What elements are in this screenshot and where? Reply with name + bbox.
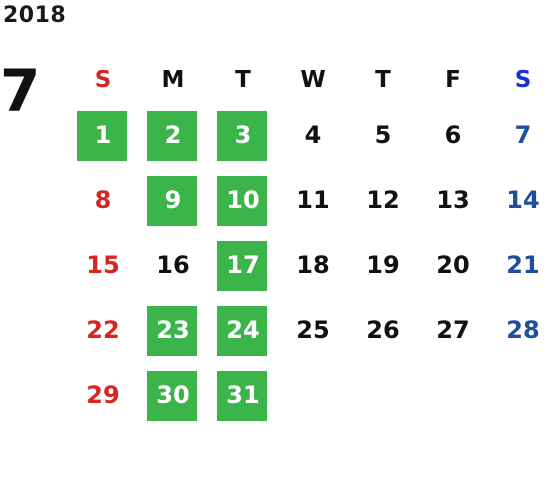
weekday-header-wednesday: W xyxy=(300,67,326,93)
calendar-day-cell[interactable]: 13 xyxy=(418,167,488,232)
day-number: 20 xyxy=(436,250,470,279)
day-number: 5 xyxy=(374,120,392,149)
day-highlight xyxy=(217,176,267,226)
day-number: 19 xyxy=(366,250,400,279)
day-number: 28 xyxy=(506,315,540,344)
day-highlight xyxy=(77,111,127,161)
day-number: 11 xyxy=(296,185,330,214)
day-number: 1 xyxy=(94,120,112,149)
calendar-day-cell[interactable]: 14 xyxy=(488,167,548,232)
day-highlight xyxy=(217,111,267,161)
day-highlight xyxy=(217,241,267,291)
calendar-day-cell[interactable]: 7 xyxy=(488,102,548,167)
weekday-header-thursday: T xyxy=(375,67,391,93)
calendar-day-cell[interactable]: 23 xyxy=(138,297,208,362)
calendar-day-cell[interactable]: 6 xyxy=(418,102,488,167)
weekday-header-sunday: S xyxy=(94,67,112,93)
day-number: 4 xyxy=(304,120,322,149)
calendar-day-cell[interactable]: 5 xyxy=(348,102,418,167)
calendar-day-cell[interactable]: 31 xyxy=(208,362,278,427)
calendar-day-cell[interactable]: 17 xyxy=(208,232,278,297)
calendar-day-cell[interactable]: 4 xyxy=(278,102,348,167)
calendar-day-cell xyxy=(418,362,488,427)
day-highlight xyxy=(147,371,197,421)
weekday-header-tuesday: T xyxy=(235,67,251,93)
day-number: 15 xyxy=(86,250,120,279)
day-highlight xyxy=(147,111,197,161)
day-number: 10 xyxy=(226,185,260,214)
day-highlight xyxy=(217,371,267,421)
day-highlight xyxy=(147,176,197,226)
day-highlight xyxy=(217,306,267,356)
calendar-day-cell xyxy=(488,362,548,427)
calendar-year: 2018 xyxy=(3,3,67,28)
calendar-day-cell[interactable]: 8 xyxy=(68,167,138,232)
day-number: 3 xyxy=(234,120,252,149)
calendar-day-cell[interactable]: 18 xyxy=(278,232,348,297)
calendar-day-cell[interactable]: 28 xyxy=(488,297,548,362)
day-number: 29 xyxy=(86,380,120,409)
calendar-day-cell[interactable]: 11 xyxy=(278,167,348,232)
calendar-day-cell xyxy=(278,362,348,427)
calendar-day-cell[interactable]: 19 xyxy=(348,232,418,297)
calendar-day-cell[interactable]: 30 xyxy=(138,362,208,427)
calendar-day-cell[interactable]: 25 xyxy=(278,297,348,362)
day-number: 24 xyxy=(226,315,260,344)
calendar-day-cell[interactable]: 10 xyxy=(208,167,278,232)
calendar-month: 7 xyxy=(0,57,41,125)
day-number: 26 xyxy=(366,315,400,344)
weekday-header-friday: F xyxy=(445,67,461,93)
calendar-day-cell[interactable]: 21 xyxy=(488,232,548,297)
weekday-header-saturday: S xyxy=(514,67,532,93)
day-number: 31 xyxy=(226,380,260,409)
day-number: 9 xyxy=(164,185,182,214)
calendar-day-cell[interactable]: 20 xyxy=(418,232,488,297)
day-number: 2 xyxy=(164,120,182,149)
day-number: 23 xyxy=(156,315,190,344)
day-number: 21 xyxy=(506,250,540,279)
day-highlight xyxy=(147,306,197,356)
calendar-day-cell[interactable]: 2 xyxy=(138,102,208,167)
calendar-day-cell[interactable]: 9 xyxy=(138,167,208,232)
calendar-day-cell[interactable]: 3 xyxy=(208,102,278,167)
day-number: 27 xyxy=(436,315,470,344)
day-number: 30 xyxy=(156,380,190,409)
calendar-day-cell[interactable]: 22 xyxy=(68,297,138,362)
day-number: 7 xyxy=(514,120,532,149)
day-number: 14 xyxy=(506,185,540,214)
day-number: 12 xyxy=(366,185,400,214)
calendar-day-cell[interactable]: 24 xyxy=(208,297,278,362)
calendar-day-cell[interactable]: 12 xyxy=(348,167,418,232)
calendar-day-cell[interactable]: 16 xyxy=(138,232,208,297)
calendar-day-cell[interactable]: 26 xyxy=(348,297,418,362)
day-number: 18 xyxy=(296,250,330,279)
day-number: 8 xyxy=(94,185,112,214)
day-number: 22 xyxy=(86,315,120,344)
calendar-day-cell[interactable]: 29 xyxy=(68,362,138,427)
day-number: 16 xyxy=(156,250,190,279)
calendar-day-cell xyxy=(348,362,418,427)
day-number: 17 xyxy=(226,250,260,279)
calendar-day-cell[interactable]: 1 xyxy=(68,102,138,167)
day-number: 13 xyxy=(436,185,470,214)
day-number: 6 xyxy=(444,120,462,149)
weekday-header-monday: M xyxy=(161,67,185,93)
calendar-day-cell[interactable]: 15 xyxy=(68,232,138,297)
day-number: 25 xyxy=(296,315,330,344)
calendar-day-cell[interactable]: 27 xyxy=(418,297,488,362)
